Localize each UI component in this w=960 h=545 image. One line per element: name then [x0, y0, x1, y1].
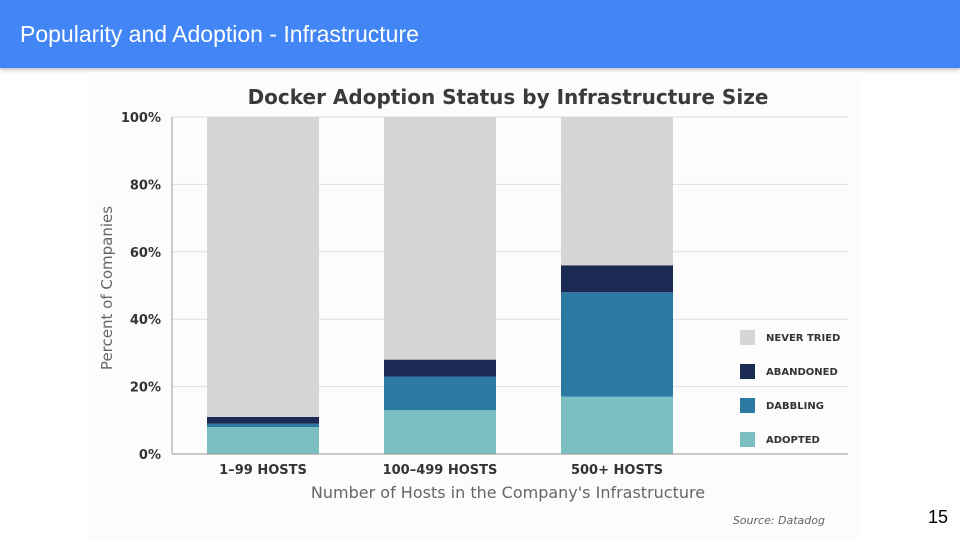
legend-swatch [740, 432, 755, 447]
slide-header: Popularity and Adoption - Infrastructure [0, 0, 960, 68]
bar-segment-dabbling [384, 376, 496, 411]
chart-source: Source: Datadog [733, 514, 825, 527]
legend-label: NEVER TRIED [766, 333, 840, 344]
bar-segment-abandoned [561, 265, 673, 293]
legend-swatch [740, 398, 755, 413]
bar-segment-never-tried [384, 117, 496, 360]
x-axis-label: Number of Hosts in the Company's Infrast… [311, 483, 705, 502]
legend: NEVER TRIED ABANDONED DABBLING ADOPTED [740, 330, 840, 447]
bar-segment-adopted [384, 410, 496, 454]
y-axis-label: Percent of Companies [98, 206, 116, 370]
bar-segment-dabbling [207, 423, 319, 428]
x-tick-label: 100–499 HOSTS [383, 463, 498, 478]
y-tick-label: 0% [139, 448, 161, 463]
chart-title: Docker Adoption Status by Infrastructure… [248, 85, 769, 109]
bar-segment-adopted [561, 396, 673, 454]
y-tick-label: 80% [130, 178, 161, 193]
legend-label: ADOPTED [766, 435, 820, 446]
bar-segment-adopted [207, 427, 319, 454]
x-tick-label: 500+ HOSTS [571, 463, 663, 478]
x-tick-label: 1–99 HOSTS [219, 463, 307, 478]
bars [207, 117, 673, 454]
slide-title: Popularity and Adoption - Infrastructure [20, 21, 419, 47]
bar-segment-abandoned [384, 359, 496, 377]
bar-segment-never-tried [561, 117, 673, 266]
y-tick-label: 100% [121, 111, 161, 126]
y-tick-label: 60% [130, 246, 161, 261]
legend-swatch [740, 330, 755, 345]
y-tick-label: 20% [130, 381, 161, 396]
bar-segment-never-tried [207, 117, 319, 417]
bar-segment-dabbling [561, 292, 673, 397]
docker-adoption-chart: Docker Adoption Status by Infrastructure… [98, 85, 848, 527]
legend-label: DABBLING [766, 401, 824, 412]
axes: 0% 20% 40% 60% 80% 100% 1–99 HOSTS 100–499 HOST… [121, 111, 848, 478]
y-tick-label: 40% [130, 313, 161, 328]
bar-segment-abandoned [207, 416, 319, 424]
page-number: 15 [927, 507, 948, 527]
chart-figure: Docker Adoption Status by Infrastructure… [88, 72, 860, 540]
legend-swatch [740, 364, 755, 379]
legend-label: ABANDONED [766, 367, 838, 378]
